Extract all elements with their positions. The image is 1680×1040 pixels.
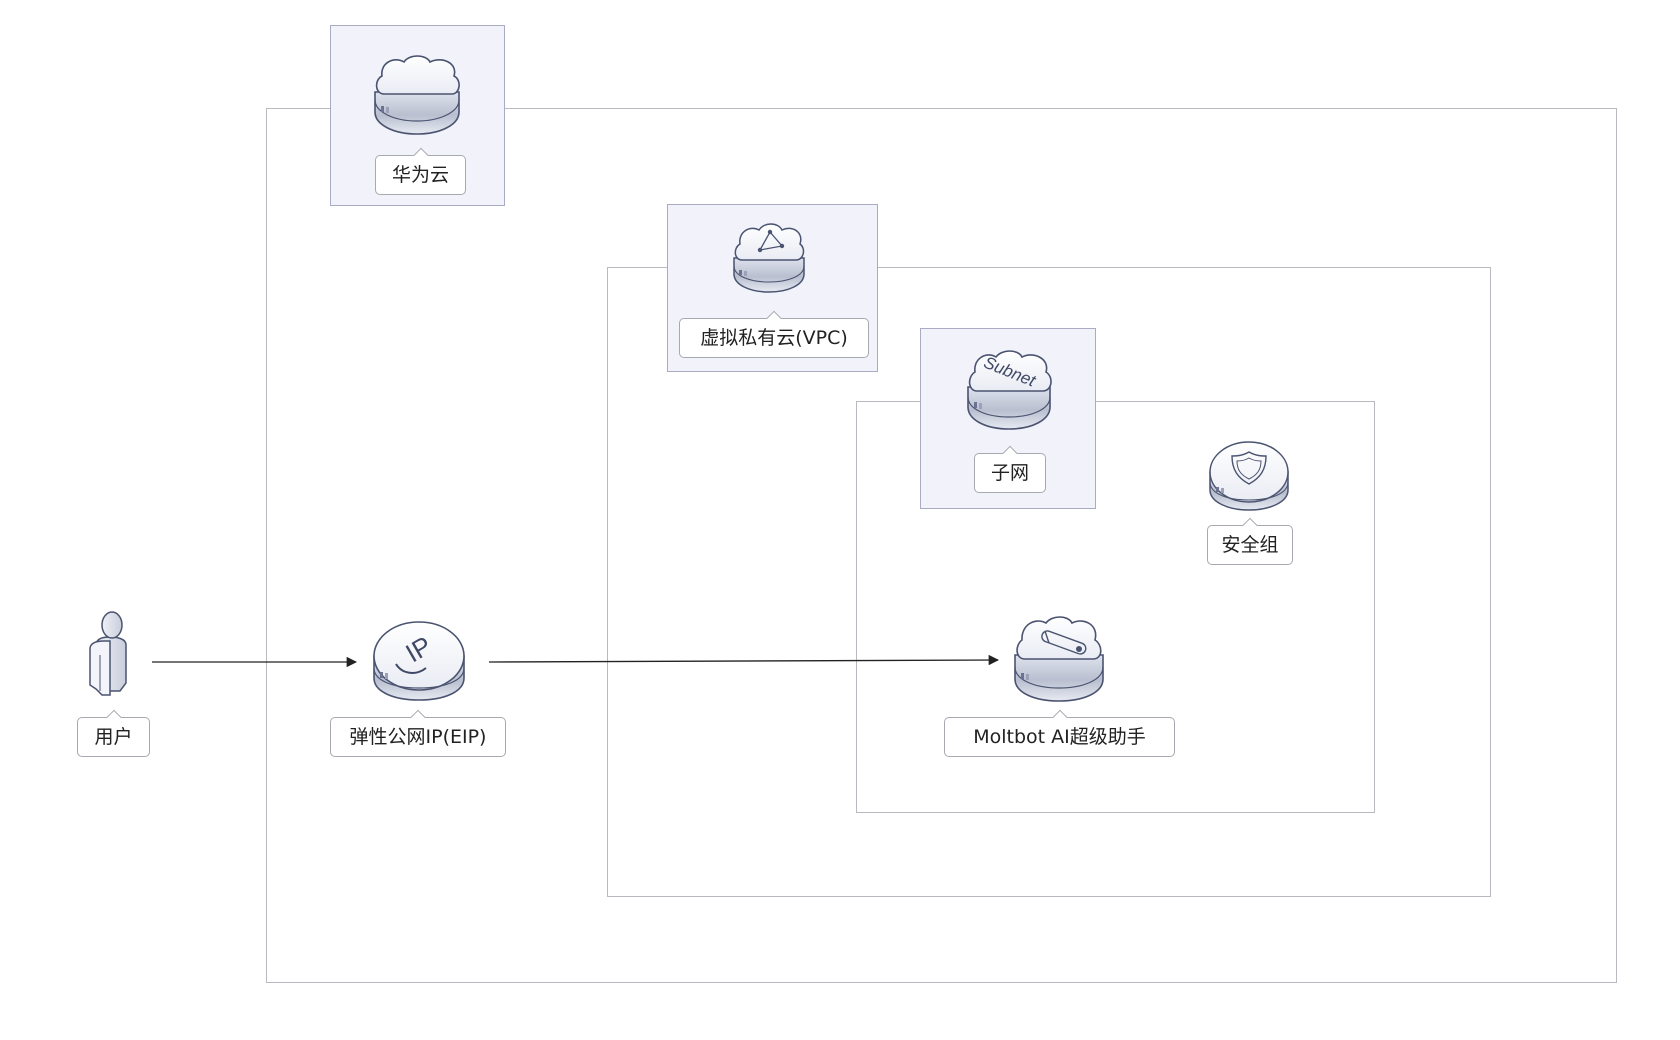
vpc-label: 虚拟私有云(VPC) bbox=[679, 318, 869, 358]
app-label: Moltbot AI超级助手 bbox=[944, 717, 1175, 757]
eip-icon: IP bbox=[373, 621, 465, 701]
vpc-icon bbox=[733, 223, 805, 293]
user-icon bbox=[89, 611, 127, 696]
user-label: 用户 bbox=[77, 717, 150, 757]
vpc-frame bbox=[607, 267, 1491, 897]
subnet-tile: Subnet 子网 bbox=[920, 328, 1096, 509]
subnet-label: 子网 bbox=[974, 453, 1046, 493]
subnet-frame bbox=[856, 401, 1375, 813]
vpc-tile: 虚拟私有云(VPC) bbox=[667, 204, 878, 372]
huawei-cloud-tile: 华为云 bbox=[330, 25, 505, 206]
subnet-icon: Subnet bbox=[967, 350, 1052, 430]
eip-to-app-arrow bbox=[488, 654, 1000, 666]
huawei-cloud-label: 华为云 bbox=[375, 155, 466, 195]
eip-label: 弹性公网IP(EIP) bbox=[330, 717, 506, 757]
huawei-cloud-frame bbox=[266, 108, 1617, 983]
ecs-app-icon bbox=[1014, 616, 1104, 702]
security-group-icon bbox=[1209, 441, 1289, 511]
security-group-label: 安全组 bbox=[1207, 525, 1293, 565]
huawei-cloud-icon bbox=[374, 55, 460, 135]
